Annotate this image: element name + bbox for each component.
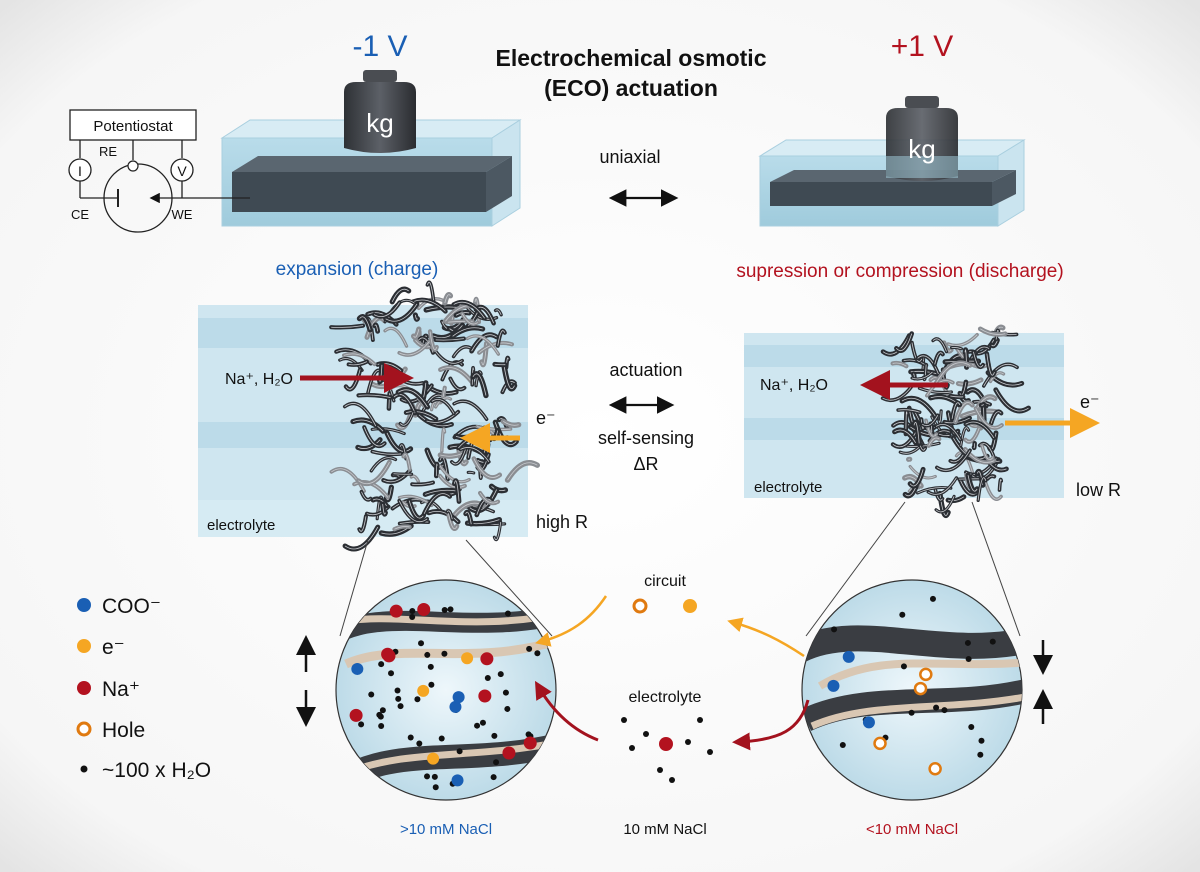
zoom-line (339, 539, 369, 637)
self-sensing-label: self-sensing (598, 428, 694, 448)
re-label: RE (99, 144, 117, 159)
left-state-label: expansion (charge) (276, 259, 439, 280)
hole-marker (632, 598, 648, 614)
right-electron-label: e⁻ (1080, 392, 1100, 412)
left-weight: kg (344, 70, 416, 153)
actuation-label: actuation (609, 360, 682, 380)
right-fiber-network (880, 324, 1031, 519)
voltage-meter-label: V (177, 163, 187, 179)
positive-voltage-label: +1 V (891, 30, 954, 63)
legend-marker-sodium (77, 681, 91, 695)
center-electrolyte-label: electrolyte (629, 689, 702, 706)
right-zoom-circle (801, 579, 1023, 801)
electron-return-arrow (727, 617, 805, 658)
right-electrolyte-block (744, 333, 1064, 498)
legend-marker-electron (77, 639, 91, 653)
legend: COO⁻ e⁻ Na⁺ Hole ~100 x H₂O (76, 595, 211, 782)
weight-label-right: kg (908, 134, 935, 164)
right-resistance-label: low R (1076, 480, 1121, 500)
right-concentration-label: <10 mM NaCl (866, 821, 958, 838)
figure-title-line1: Electrochemical osmotic (496, 45, 767, 71)
legend-label-sodium: Na⁺ (102, 678, 140, 701)
left-concentration-label: >10 mM NaCl (400, 821, 492, 838)
circuit-label: circuit (644, 573, 686, 590)
right-electrolyte-label: electrolyte (754, 479, 822, 496)
legend-marker-coo (77, 598, 91, 612)
legend-label-water: ~100 x H₂O (102, 759, 211, 782)
left-resistance-label: high R (536, 512, 588, 532)
ion-release-arrow (732, 699, 810, 751)
left-electrolyte-label: electrolyte (207, 517, 275, 534)
current-meter-label: I (78, 163, 82, 179)
figure-title-line2: (ECO) actuation (544, 75, 718, 101)
electron-supply-arrow (535, 595, 608, 647)
ce-label: CE (71, 207, 89, 222)
legend-marker-hole (76, 721, 92, 737)
ion-uptake-arrow (534, 680, 599, 742)
center-concentration-label: 10 mM NaCl (623, 821, 706, 838)
negative-voltage-label: -1 V (352, 30, 407, 63)
legend-label-hole: Hole (102, 719, 145, 742)
zoom-line (465, 539, 553, 637)
potentiostat-circuit: Potentiostat I V RE CE WE (68, 109, 250, 233)
zoom-line (805, 501, 906, 637)
left-ion-label: Na⁺, H₂O (225, 371, 293, 388)
legend-label-electron: e⁻ (102, 636, 125, 659)
right-ion-label: Na⁺, H₂O (760, 377, 828, 394)
legend-marker-water (80, 765, 88, 773)
electron-marker (683, 599, 697, 613)
electrolyte-cluster (621, 717, 713, 783)
delta-r-label: ΔR (633, 454, 658, 474)
left-electron-label: e⁻ (536, 408, 556, 428)
we-label: WE (172, 207, 193, 222)
right-state-label: supression or compression (discharge) (736, 261, 1063, 282)
potentiostat-label: Potentiostat (93, 118, 173, 135)
weight-label-left: kg (366, 108, 393, 138)
zoom-line (971, 501, 1021, 637)
right-weight: kg (886, 96, 958, 181)
left-slab (220, 119, 522, 227)
uniaxial-label: uniaxial (599, 147, 660, 167)
legend-label-coo: COO⁻ (102, 595, 161, 618)
